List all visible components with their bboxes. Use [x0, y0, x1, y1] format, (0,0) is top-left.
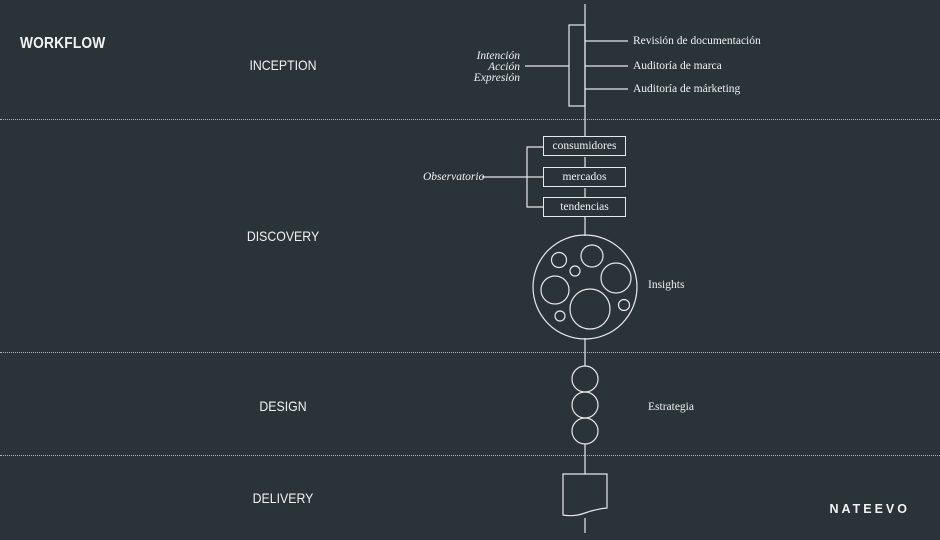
- insight-bubble: [600, 262, 632, 294]
- strategy-circle: [571, 365, 599, 393]
- inception-input-label: Acción: [488, 61, 520, 73]
- insight-bubble: [617, 298, 631, 312]
- discovery-box: tendencias: [543, 197, 626, 217]
- insight-bubble: [550, 251, 568, 269]
- insight-bubble: [569, 265, 581, 277]
- strategy-circle: [571, 391, 599, 419]
- strategy-circle: [571, 417, 599, 445]
- discovery-box: mercados: [543, 167, 626, 187]
- inception-input-label: Expresión: [473, 72, 520, 84]
- observatorio-label: Observatorio: [423, 171, 485, 183]
- inception-output-label: Revisión de documentación: [633, 35, 761, 47]
- insight-bubble: [580, 244, 604, 268]
- phase-inception-label: INCEPTION: [249, 57, 317, 73]
- phase-divider: [0, 352, 940, 353]
- insight-bubble: [540, 275, 570, 305]
- phase-discovery-label: DISCOVERY: [246, 228, 320, 244]
- workflow-title: WORKFLOW: [20, 35, 106, 52]
- phase-divider: [0, 455, 940, 456]
- brand-logo: NATEEVO: [829, 502, 910, 516]
- inception-bracket: [568, 24, 586, 107]
- inception-input-label: Intención: [476, 50, 520, 62]
- phase-delivery-label: DELIVERY: [252, 490, 314, 506]
- insight-bubble: [554, 310, 566, 322]
- inception-output-label: Auditoría de márketing: [633, 83, 741, 95]
- delivery-document-icon: [562, 473, 608, 517]
- insight-bubble: [569, 288, 611, 330]
- insights-label: Insights: [648, 279, 685, 291]
- phase-divider: [0, 119, 940, 120]
- inception-output-label: Auditoría de marca: [633, 60, 722, 72]
- insights-circle: [532, 234, 638, 340]
- strategy-label: Estrategia: [648, 401, 694, 413]
- phase-design-label: DESIGN: [259, 398, 307, 414]
- discovery-box: consumidores: [543, 136, 626, 156]
